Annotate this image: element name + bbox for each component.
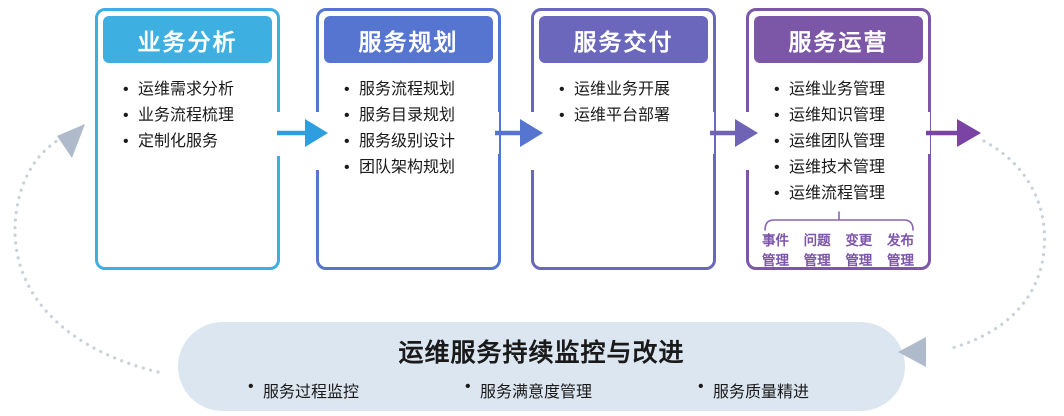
stage-box-service-planning: 服务规划 服务流程规划 服务目录规划 服务级别设计 团队架构规划: [316, 8, 501, 270]
stage-title: 服务交付: [539, 16, 708, 63]
stage-item: 服务级别设计: [343, 129, 498, 155]
stage-item-list: 运维需求分析 业务流程梳理 定制化服务: [98, 77, 277, 155]
sub-process-change: 变更 管理: [845, 233, 873, 268]
footer-item-list: 服务过程监控 服务满意度管理 服务质量精进: [178, 369, 905, 402]
stage-item: 定制化服务: [122, 129, 277, 155]
stage-box-business-analysis: 业务分析 运维需求分析 业务流程梳理 定制化服务: [95, 8, 280, 270]
stage-item-list: 运维业务管理 运维知识管理 运维团队管理 运维技术管理 运维流程管理: [749, 77, 928, 207]
footer-item: 服务满意度管理: [465, 378, 592, 402]
stage-item: 服务目录规划: [343, 103, 498, 129]
stage-item-list: 运维业务开展 运维平台部署: [534, 77, 713, 129]
footer-item: 服务过程监控: [248, 378, 359, 402]
sub-process-release: 发布 管理: [886, 233, 914, 268]
stage-box-service-operation: 服务运营 运维业务管理 运维知识管理 运维团队管理 运维技术管理 运维流程管理 …: [746, 8, 931, 270]
stage-item: 运维团队管理: [773, 129, 928, 155]
stage-title: 服务运营: [754, 16, 923, 63]
stage-title: 服务规划: [324, 16, 493, 63]
stage-item: 服务流程规划: [343, 77, 498, 103]
flow-arrow-4: [926, 119, 981, 147]
stage-item: 业务流程梳理: [122, 103, 277, 129]
stage-item: 运维技术管理: [773, 155, 928, 181]
sub-process-incident: 事件 管理: [762, 233, 789, 268]
footer-title: 运维服务持续监控与改进: [398, 339, 685, 367]
footer-item: 服务质量精进: [698, 378, 809, 402]
loop-arrowhead-up-icon: [57, 124, 85, 158]
stage-item: 运维需求分析: [122, 77, 277, 103]
stage-item: 运维平台部署: [558, 103, 713, 129]
brace-icon: [764, 211, 914, 231]
stage-item: 运维知识管理: [773, 103, 928, 129]
stage-item: 运维业务管理: [773, 77, 928, 103]
stage-box-service-delivery: 服务交付 运维业务开展 运维平台部署: [531, 8, 716, 270]
footer-monitoring-pill: 运维服务持续监控与改进 服务过程监控 服务满意度管理 服务质量精进: [178, 322, 905, 411]
stage-item: 运维业务开展: [558, 77, 713, 103]
stage-item-list: 服务流程规划 服务目录规划 服务级别设计 团队架构规划: [319, 77, 498, 181]
stage-title: 业务分析: [103, 16, 272, 63]
stage-item: 团队架构规划: [343, 155, 498, 181]
sub-process-problem: 问题 管理: [803, 233, 831, 268]
sub-process-grid: 事件 管理 问题 管理 变更 管理 发布 管理: [749, 231, 928, 270]
stage-item: 运维流程管理: [773, 181, 928, 207]
